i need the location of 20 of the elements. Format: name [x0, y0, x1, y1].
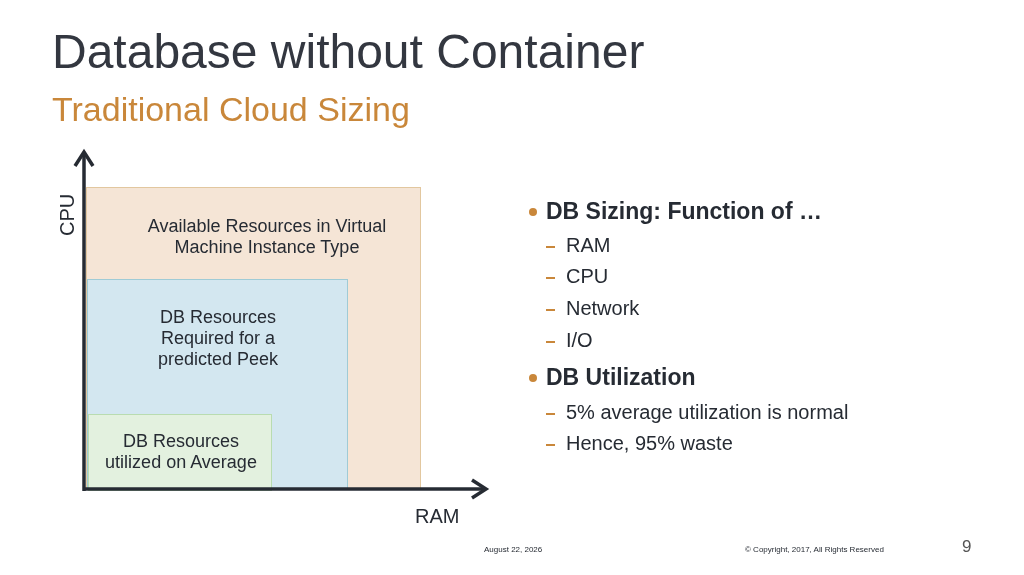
slide-title: Database without Container — [52, 24, 645, 79]
slide-subtitle: Traditional Cloud Sizing — [52, 90, 410, 129]
box-label: DB Resources utilized on Average — [104, 431, 258, 473]
axis-label: CPU — [56, 193, 79, 236]
resource-box — [87, 279, 348, 490]
bullet-text: DB Utilization — [546, 364, 696, 391]
sub-bullet-text: Network — [566, 297, 640, 320]
box-label: Available Resources in Virtual Machine Instance Type — [146, 216, 388, 258]
sub-bullet-text: CPU — [566, 265, 609, 288]
page-number: 9 — [962, 537, 972, 557]
sub-bullet-text: RAM — [566, 234, 611, 257]
sub-bullet-text: Hence, 95% waste — [566, 432, 733, 455]
date-text: August 22, 2026 — [484, 545, 543, 554]
copyright-text: © Copyright, 2017, All Rights Reserved — [745, 545, 884, 554]
sub-bullet-text: I/O — [566, 329, 593, 352]
axis-label: RAM — [415, 505, 460, 528]
sub-bullet-text: 5% average utilization is normal — [566, 401, 849, 424]
bullet-text: DB Sizing: Function of … — [546, 198, 822, 225]
box-label: DB Resources Required for a predicted Peek — [156, 307, 280, 370]
resource-box — [86, 187, 421, 489]
